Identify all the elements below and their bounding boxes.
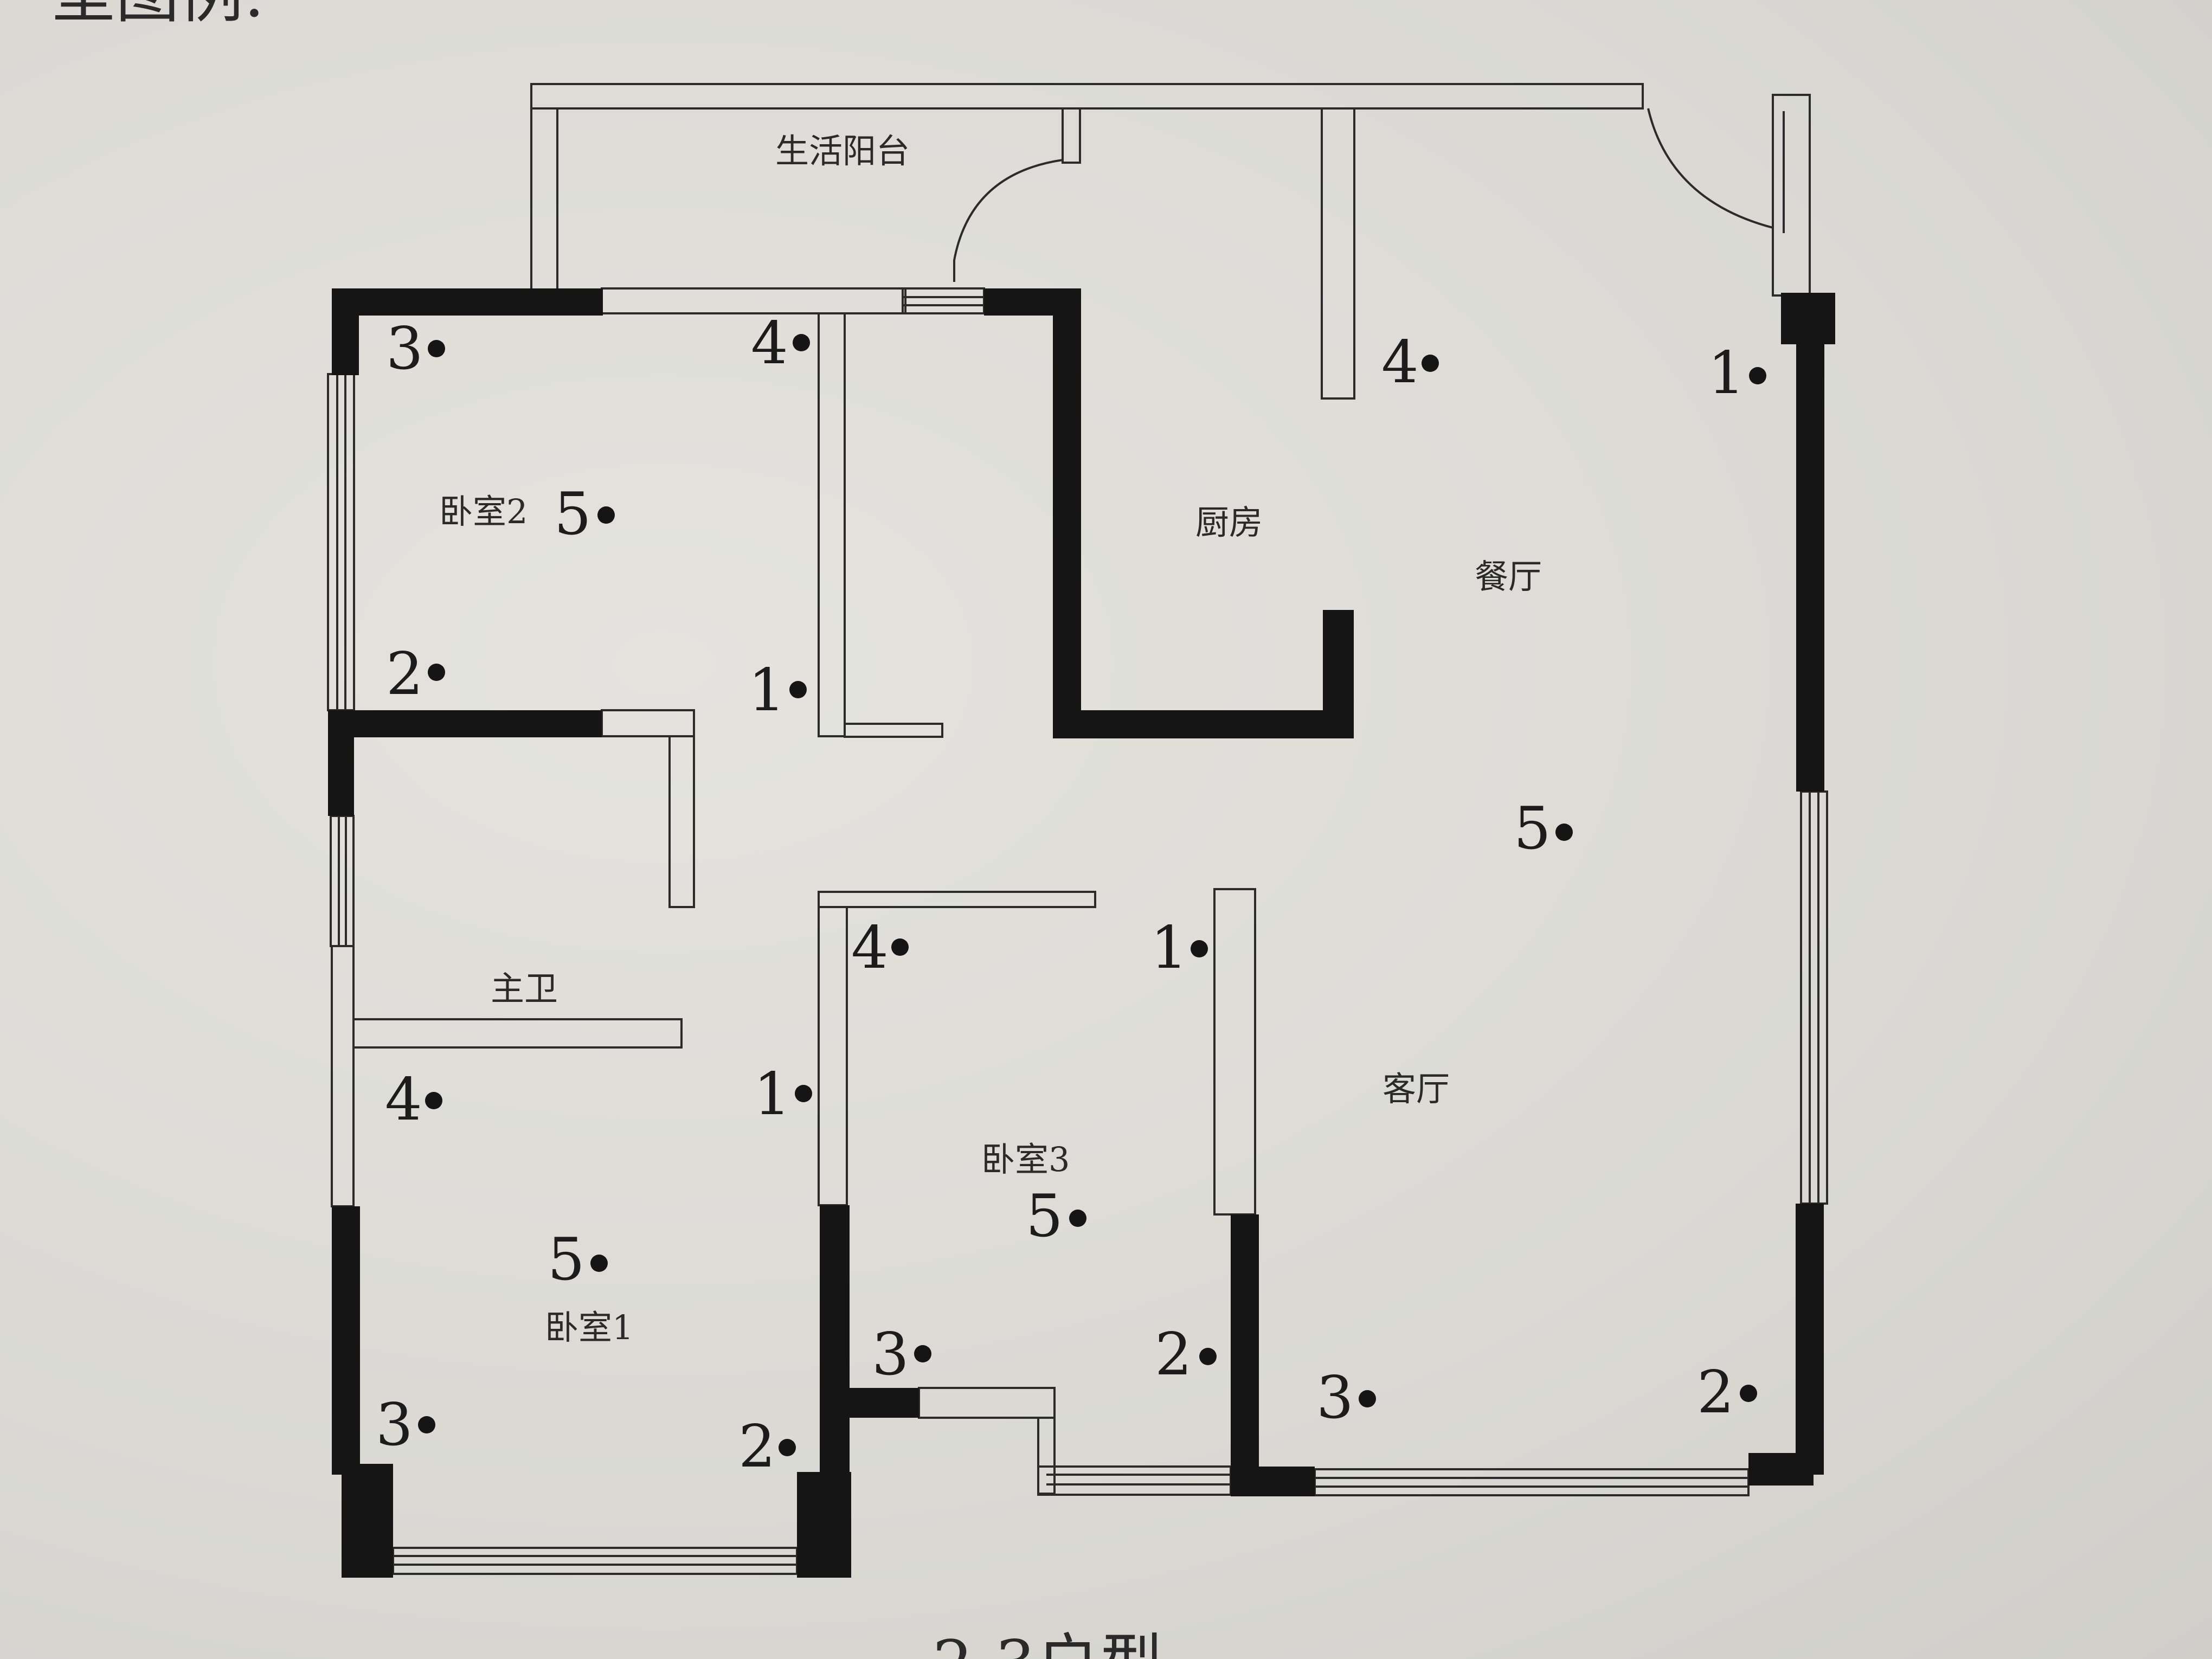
marker-dot [428, 664, 445, 681]
markers: 3 4 5 2 1 4 1 5 1 3 2 4 1 5 3 2 4 5 3 2 [376, 310, 1766, 1481]
marker-label: 4 [1381, 329, 1419, 396]
marker-label: 1 [754, 1060, 791, 1128]
marker-label: 3 [376, 1391, 413, 1459]
label-kitchen: 厨房 [1195, 503, 1263, 542]
marker-label: 5 [548, 1226, 585, 1294]
marker-dot [425, 1092, 442, 1109]
marker-dot [795, 1085, 812, 1102]
room-labels: 生活阳台 卧室2 厨房 餐厅 主卫 卧室3 客厅 卧室1 [439, 131, 1542, 1347]
label-bedroom1: 卧室1 [545, 1308, 633, 1347]
marker-dot [1191, 940, 1208, 957]
marker-label: 4 [851, 914, 889, 982]
marker-dot [1199, 1348, 1217, 1365]
marker-label: 4 [751, 310, 788, 377]
marker-label: 1 [1708, 339, 1745, 407]
marker-label: 3 [872, 1321, 909, 1388]
marker-label: 2 [1155, 1321, 1192, 1388]
footer-caption: 2-3户型 [933, 1626, 1163, 1659]
marker-dot [789, 681, 807, 698]
label-bedroom3: 卧室3 [981, 1140, 1070, 1179]
marker-dot [793, 334, 810, 351]
marker-dot [779, 1439, 796, 1456]
marker-dot [1740, 1385, 1757, 1402]
label-bathroom: 主卫 [491, 969, 558, 1008]
marker-label: 3 [1316, 1364, 1354, 1432]
marker-label: 3 [386, 315, 423, 383]
marker-label: 2 [738, 1413, 776, 1481]
marker-label: 1 [1150, 914, 1188, 982]
marker-label: 1 [748, 657, 786, 724]
label-dining: 餐厅 [1475, 557, 1542, 596]
marker-dot [891, 938, 909, 956]
marker-dot [428, 340, 445, 357]
label-living: 客厅 [1382, 1069, 1450, 1109]
label-balcony: 生活阳台 [775, 131, 910, 171]
marker-dot [1359, 1390, 1376, 1407]
marker-label: 5 [1026, 1182, 1063, 1250]
marker-dot [590, 1255, 608, 1272]
marker-label: 2 [1697, 1359, 1734, 1426]
marker-dot [914, 1345, 931, 1362]
header-caption: 室图例: [52, 0, 265, 31]
marker-dot [597, 506, 615, 524]
marker-dot [1422, 355, 1439, 372]
marker-label: 2 [386, 640, 423, 708]
marker-dot [418, 1416, 435, 1433]
marker-label: 5 [1514, 795, 1551, 863]
marker-dot [1749, 367, 1766, 384]
label-bedroom2: 卧室2 [439, 492, 528, 531]
thick-walls [328, 288, 1835, 1578]
marker-label: 4 [385, 1066, 422, 1134]
marker-label: 5 [554, 480, 591, 548]
marker-dot [1069, 1210, 1086, 1227]
door-swings [953, 108, 1773, 282]
marker-dot [1555, 824, 1573, 841]
